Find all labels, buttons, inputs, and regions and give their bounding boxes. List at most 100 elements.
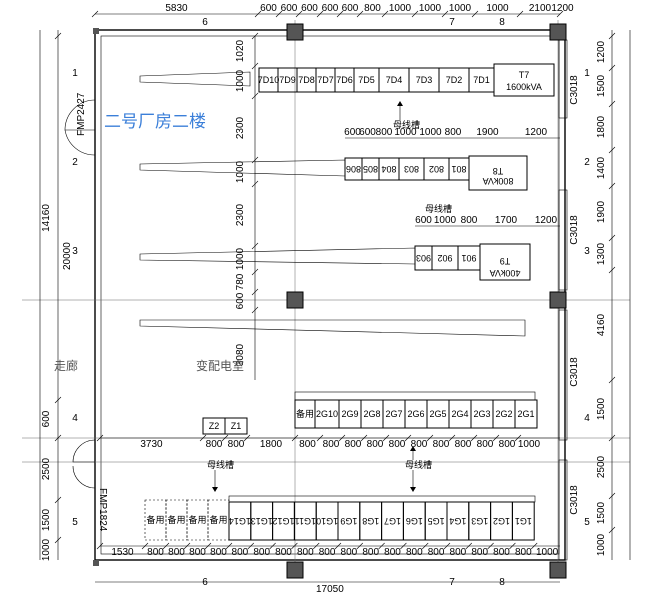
row1g-cell-label: 1G5 xyxy=(428,516,445,526)
row2g-cell-label: 2G4 xyxy=(451,409,468,419)
left-inner-dim-label: 2500 xyxy=(41,457,52,480)
axis-label-right: 4 xyxy=(584,413,590,424)
dim-tick xyxy=(162,542,170,550)
row8-cell-label: 803 xyxy=(404,164,419,174)
column xyxy=(286,23,304,41)
row1g-spare-label: 备用 xyxy=(167,514,185,525)
row9-dim-label: 1700 xyxy=(495,215,518,226)
row1g-dim-label: 800 xyxy=(341,547,358,558)
row2g-cell-label: 2G2 xyxy=(495,409,512,419)
transformer-label: T8 xyxy=(493,166,504,176)
row2g-cell-label: 2G10 xyxy=(316,409,338,419)
row1g-dim-label: 800 xyxy=(210,547,227,558)
row8-cell-label: 802 xyxy=(429,164,444,174)
dim-tick xyxy=(251,92,259,100)
axis-label-bottom: 8 xyxy=(499,577,505,588)
row1g-cell-label: 1G13 xyxy=(251,516,273,526)
axis-label-right: 3 xyxy=(584,246,590,257)
row9-cell-label: 902 xyxy=(437,253,452,263)
row2g-dim-label: 800 xyxy=(345,439,362,450)
window-code-label: C3018 xyxy=(569,357,580,387)
row1g-cell-label: 1G12 xyxy=(272,516,294,526)
dim-tick xyxy=(291,542,298,550)
dim-tick xyxy=(608,182,616,190)
right-inner-dim-label: 1500 xyxy=(596,501,607,524)
row7-cell-label: 7D8 xyxy=(298,75,315,85)
dim-tick xyxy=(470,434,478,442)
row2g-dim-label: 800 xyxy=(206,439,223,450)
dim-tick xyxy=(356,542,364,550)
row1g-dim-label: 800 xyxy=(147,547,164,558)
dim-tick xyxy=(199,434,207,442)
transformer-label: T7 xyxy=(519,70,530,80)
row8-dim-label: 600 xyxy=(359,127,376,138)
dim-tick xyxy=(247,542,255,550)
corridor-label: 走廊 xyxy=(54,358,78,373)
dim-tick xyxy=(487,542,494,550)
transformer-t7 xyxy=(493,63,555,97)
row1g-dim-label: 800 xyxy=(493,547,510,558)
row1g-dim-label: 800 xyxy=(319,547,336,558)
dim-tick xyxy=(530,542,538,550)
row9-cell-label: 901 xyxy=(461,253,476,263)
top-dim-label: 5830 xyxy=(165,3,188,14)
row2g-dim-label: 1800 xyxy=(260,439,283,450)
right-inner-dim-label: 4160 xyxy=(596,313,607,336)
row1g-spare-label: 备用 xyxy=(188,514,206,525)
row2g-dim-label: 800 xyxy=(455,439,472,450)
dim-tick xyxy=(356,10,364,18)
dim-tick xyxy=(251,288,259,296)
dim-tick xyxy=(492,434,500,442)
door-swing-top xyxy=(64,99,96,131)
column xyxy=(286,561,304,579)
room-title: 二号厂房二楼 xyxy=(104,112,206,131)
row7-cell-label: 7D3 xyxy=(416,75,433,85)
dim-tick xyxy=(334,542,342,550)
top-dim-label: 1000 xyxy=(486,3,509,14)
dim-tick xyxy=(336,10,344,18)
dim-tick xyxy=(225,542,233,550)
row7-cell-label: 7D1 xyxy=(473,75,490,85)
duct-arrow-head xyxy=(212,487,218,492)
top-dim-label: 1000 xyxy=(449,3,472,14)
dim-tick xyxy=(411,10,419,18)
row2g-base xyxy=(294,391,536,401)
column xyxy=(93,560,99,566)
row2g-dim-label: 800 xyxy=(299,439,316,450)
dim-tick xyxy=(608,434,616,442)
row7-cell-label: 7D6 xyxy=(336,75,353,85)
duct-arrow-head xyxy=(410,487,416,492)
dim-tick xyxy=(426,434,434,442)
row1g-cell-label: 1G6 xyxy=(406,516,423,526)
column xyxy=(549,561,567,579)
window xyxy=(558,459,568,561)
row1g-dim-label: 800 xyxy=(297,547,314,558)
row1g-dim-label: 800 xyxy=(406,547,423,558)
row1g-dim-label: 800 xyxy=(450,547,467,558)
top-dim-label: 600 xyxy=(281,3,298,14)
window xyxy=(558,39,568,119)
dim-tick xyxy=(91,10,99,18)
row2g-cell-label: 2G5 xyxy=(429,409,446,419)
cable-tray xyxy=(139,71,251,87)
dim-tick xyxy=(275,10,283,18)
door-label-bottom: FMP1824 xyxy=(97,488,108,532)
row1g-dim-label: 800 xyxy=(253,547,270,558)
dim-tick xyxy=(251,268,259,276)
left-total-dim: 20000 xyxy=(62,242,73,270)
dim-tick xyxy=(291,434,299,442)
dim-tick xyxy=(514,434,522,442)
row2g-dim-label: 800 xyxy=(477,439,494,450)
row8-dim-label: 1200 xyxy=(525,127,548,138)
row1g-dim-label: 1000 xyxy=(536,547,559,558)
axis-label-left: 5 xyxy=(72,517,78,528)
left-inner-dim-label: 1500 xyxy=(41,508,52,531)
duct-arrow-head xyxy=(410,446,416,451)
right-inner-dim-label: 1800 xyxy=(596,115,607,138)
column xyxy=(93,28,99,34)
top-dim-label: 600 xyxy=(301,3,318,14)
door-swing-bottom xyxy=(72,439,96,463)
row1g-dim-label: 800 xyxy=(189,547,206,558)
row2g-cell xyxy=(514,399,538,429)
dim-tick xyxy=(243,434,251,442)
